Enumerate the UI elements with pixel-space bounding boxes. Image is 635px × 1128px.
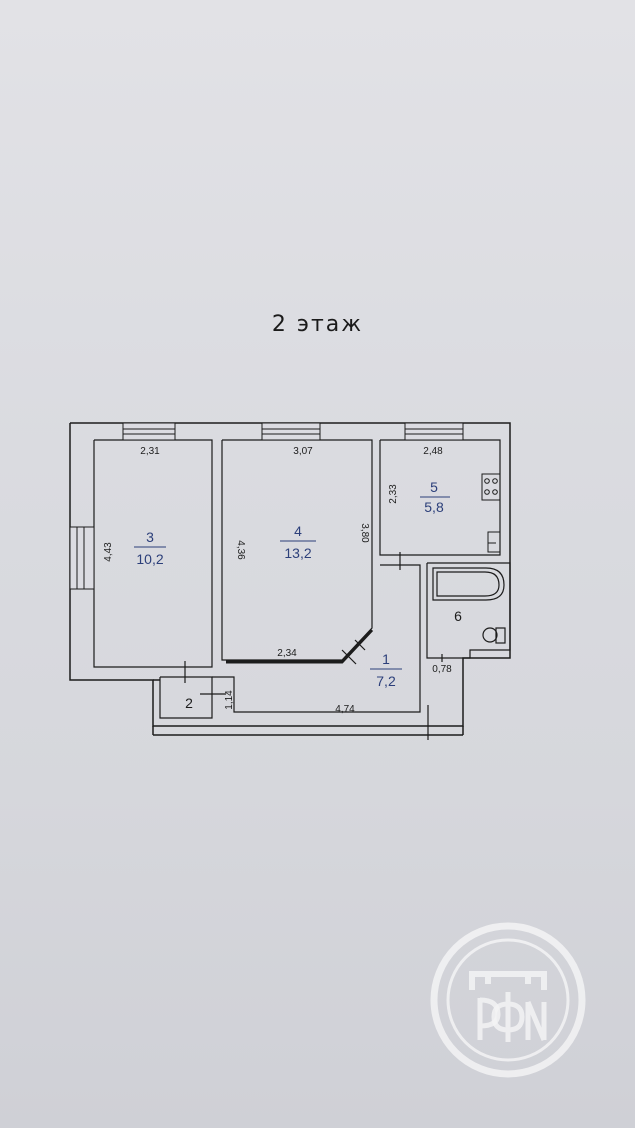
room-3-number: 3 xyxy=(146,529,154,545)
door-marks xyxy=(184,552,443,740)
window-room-3-side xyxy=(69,526,95,590)
room-1-area: 7,2 xyxy=(376,673,396,689)
dimension-room4-width: 3,07 xyxy=(293,446,313,457)
dimension-bath-width: 0,78 xyxy=(432,664,452,675)
dimension-room4-bottom: 2,34 xyxy=(277,648,297,659)
stove-icon xyxy=(481,473,501,501)
room-1-number: 1 xyxy=(382,651,390,667)
room-5-number: 5 xyxy=(430,479,438,495)
dimension-closet-depth: 1,14 xyxy=(224,690,235,710)
sink-icon xyxy=(487,531,501,553)
dimension-room3-length: 4,43 xyxy=(103,542,114,562)
dimension-room3-width: 2,31 xyxy=(140,446,160,457)
bathtub-icon xyxy=(432,567,505,601)
window-room-4 xyxy=(261,422,321,441)
window-room-3 xyxy=(122,422,176,441)
room-3-area: 10,2 xyxy=(136,551,163,567)
room-2-number: 2 xyxy=(185,695,193,711)
outer-wall xyxy=(69,422,511,736)
dimension-room5-length: 2,33 xyxy=(388,484,399,504)
room-4-area: 13,2 xyxy=(284,545,311,561)
dimension-hall-length: 4,74 xyxy=(335,704,355,715)
toilet-icon xyxy=(482,627,506,644)
room-5-area: 5,8 xyxy=(424,499,444,515)
window-room-5 xyxy=(404,422,464,441)
room-6-number: 6 xyxy=(454,608,462,624)
watermark-logo-icon xyxy=(430,922,586,1078)
dimension-room4-length-left: 4,36 xyxy=(235,540,246,560)
room-4-number: 4 xyxy=(294,523,302,539)
partition-wall xyxy=(226,628,374,664)
dimension-room5-width: 2,48 xyxy=(423,446,443,457)
dimension-room4-length-right: 3,80 xyxy=(359,523,370,543)
floor-title: 2 этаж xyxy=(271,312,364,337)
